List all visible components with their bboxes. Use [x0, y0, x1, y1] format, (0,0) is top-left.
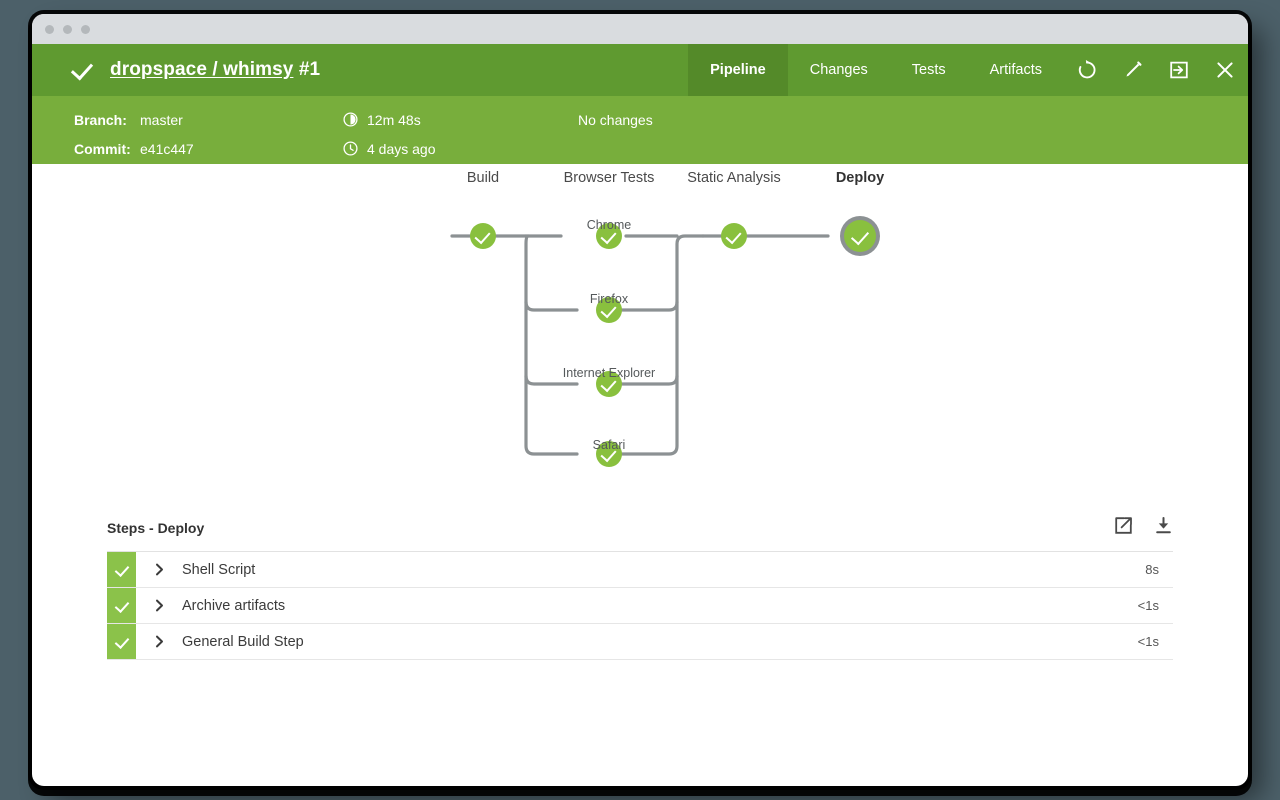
build-title-link[interactable]: dropspace / whimsy — [110, 59, 294, 80]
logs-enter-icon[interactable] — [1156, 44, 1202, 96]
changes-value: No changes — [578, 111, 653, 128]
rerun-icon[interactable] — [1064, 44, 1110, 96]
step-name: Archive artifacts — [182, 597, 286, 614]
pipeline-node-static-analysis[interactable] — [721, 223, 747, 249]
timestamp-row: 4 days ago — [343, 134, 436, 163]
node-label-chrome: Chrome — [586, 218, 632, 232]
download-icon[interactable] — [1154, 516, 1173, 540]
steps-section: Steps - Deploy — [32, 516, 1248, 660]
pipeline-connectors — [450, 234, 830, 456]
tab-pipeline[interactable]: Pipeline — [688, 44, 788, 96]
step-status-check-icon — [107, 588, 136, 623]
pipeline-graph: Build Browser Tests Chrome Firefox Inter… — [32, 164, 1248, 516]
node-label-internet-explorer: Internet Explorer — [562, 366, 656, 380]
page-title: dropspace / whimsy #1 — [110, 59, 320, 81]
step-duration: <1s — [1137, 598, 1159, 613]
build-header: dropspace / whimsy #1 Pipeline Changes T… — [32, 44, 1248, 96]
browser-window: dropspace / whimsy #1 Pipeline Changes T… — [32, 14, 1248, 786]
traffic-light-maximize-icon[interactable] — [81, 24, 90, 34]
tab-changes[interactable]: Changes — [809, 62, 868, 78]
chevron-right-icon[interactable] — [136, 624, 182, 659]
commit-value: e41c447 — [140, 140, 194, 157]
steps-list: Shell Script 8s Archive artifacts <1s — [107, 551, 1173, 660]
build-number: #1 — [298, 59, 321, 80]
step-duration: <1s — [1137, 634, 1159, 649]
tab-artifacts[interactable]: Artifacts — [989, 62, 1042, 78]
stage-label-static-analysis: Static Analysis — [687, 170, 781, 186]
timestamp-value: 4 days ago — [367, 140, 436, 157]
chevron-right-icon[interactable] — [136, 552, 182, 587]
header-tabs: Pipeline Changes Tests Artifacts — [688, 44, 1248, 96]
pipeline-node-safari[interactable] — [596, 441, 622, 467]
pipeline-node-build[interactable] — [470, 223, 496, 249]
step-duration: 8s — [1145, 562, 1159, 577]
chevron-right-icon[interactable] — [136, 588, 182, 623]
build-meta-bar: Branch: master Commit: e41c447 12m 48s — [32, 96, 1248, 164]
branch-label: Branch: — [74, 111, 127, 128]
pipeline-node-internet-explorer[interactable] — [596, 371, 622, 397]
node-label-safari: Safari — [592, 438, 626, 452]
duration-value: 12m 48s — [367, 111, 421, 128]
stage-label-build: Build — [466, 170, 500, 186]
table-row[interactable]: General Build Step <1s — [107, 624, 1173, 660]
step-name: General Build Step — [182, 633, 304, 650]
edit-pencil-icon[interactable] — [1110, 44, 1156, 96]
steps-header: Steps - Deploy — [107, 516, 1173, 551]
commit-label: Commit: — [74, 140, 131, 157]
window-titlebar — [32, 14, 1248, 44]
check-icon — [74, 59, 96, 81]
step-status-check-icon — [107, 552, 136, 587]
pipeline-node-deploy[interactable] — [844, 220, 876, 252]
node-label-firefox: Firefox — [589, 292, 629, 306]
branch-value: master — [140, 111, 183, 128]
close-icon[interactable] — [1202, 44, 1248, 96]
stopwatch-icon — [343, 112, 358, 127]
step-status-check-icon — [107, 624, 136, 659]
traffic-light-close-icon[interactable] — [45, 24, 54, 34]
steps-actions — [1114, 516, 1173, 540]
changes-summary: No changes — [578, 105, 653, 134]
step-name: Shell Script — [182, 561, 256, 578]
stage-label-deploy: Deploy — [835, 170, 885, 186]
duration-row: 12m 48s — [343, 105, 421, 134]
table-row[interactable]: Shell Script 8s — [107, 552, 1173, 588]
open-external-icon[interactable] — [1114, 516, 1133, 540]
build-header-left: dropspace / whimsy #1 — [32, 44, 320, 96]
pipeline-node-chrome[interactable] — [596, 223, 622, 249]
clock-icon — [343, 141, 358, 156]
commit-row: Commit: e41c447 — [32, 134, 1248, 163]
table-row[interactable]: Archive artifacts <1s — [107, 588, 1173, 624]
tab-tests[interactable]: Tests — [911, 62, 946, 78]
traffic-light-minimize-icon[interactable] — [63, 24, 72, 34]
steps-title: Steps - Deploy — [107, 520, 205, 536]
branch-row: Branch: master — [32, 105, 1248, 134]
stage-label-browser-tests: Browser Tests — [563, 170, 655, 186]
pipeline-node-firefox[interactable] — [596, 297, 622, 323]
